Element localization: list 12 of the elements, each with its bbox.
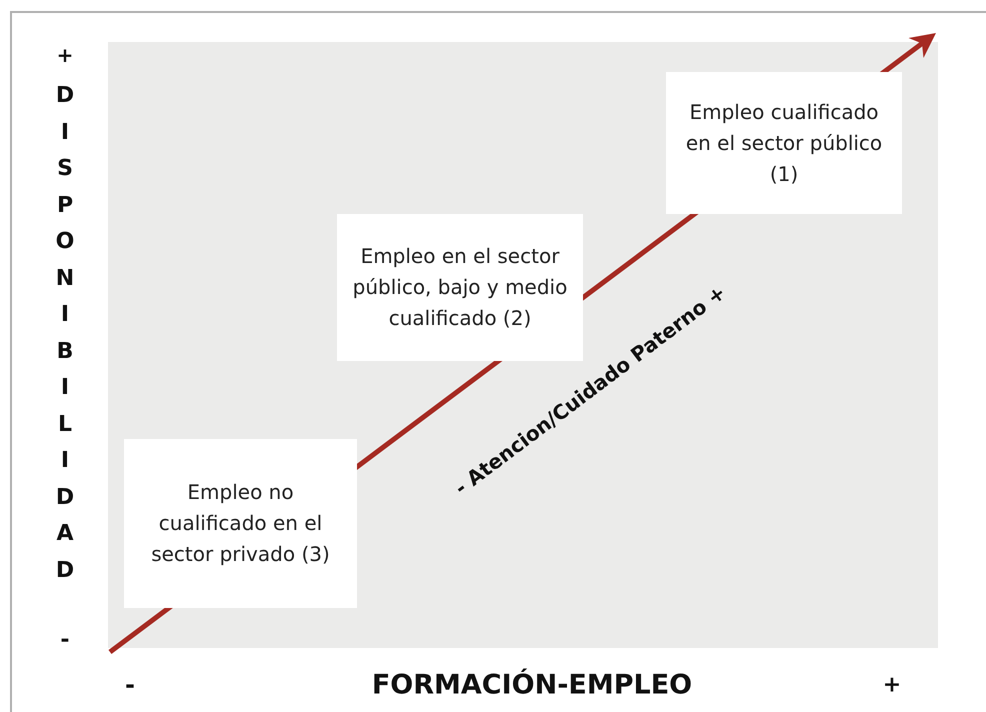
box-text: Empleo no cualificado en el sector privado (3) — [150, 479, 331, 568]
axis-title: DISPONIBILIDAD — [54, 82, 76, 584]
axis-title: FORMACIÓN-EMPLEO — [372, 670, 692, 700]
axis-end-label: + — [882, 672, 902, 698]
text-box — [337, 214, 583, 361]
text-box — [124, 439, 357, 608]
axis-end-label: + — [56, 43, 74, 67]
box-text: Empleo en el sector público, bajo y medio cualificado (2) — [352, 243, 568, 332]
text-box — [666, 72, 902, 214]
axis-end-label: - — [125, 671, 135, 699]
box-text: Empleo cualificado en el sector público (1) — [684, 98, 884, 188]
axis-end-label: - — [60, 628, 70, 652]
